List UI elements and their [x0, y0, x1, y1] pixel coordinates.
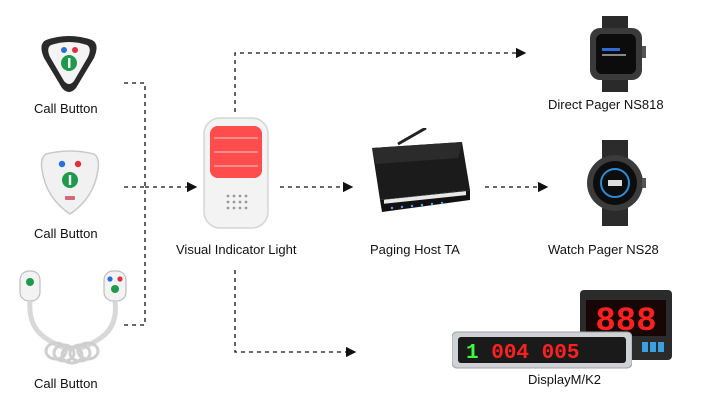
call-button-2-label: Call Button — [34, 226, 98, 241]
led-display-icon: 1 004 005 — [451, 330, 633, 375]
m-display-digits: 1 004 005 — [466, 342, 579, 365]
ns28-label: Watch Pager NS28 — [548, 242, 659, 257]
host-label: Paging Host TA — [370, 242, 460, 257]
edge-indicator-to-ns818 — [234, 47, 527, 112]
triangle-call-button-icon — [38, 34, 100, 101]
visual-indicator-light-icon — [198, 116, 274, 237]
edge-indicator-to-display — [234, 270, 357, 358]
corded-call-button-icon — [14, 265, 130, 376]
ns818-label: Direct Pager NS818 — [548, 97, 664, 112]
edge-call-button-1-to-bus — [124, 82, 146, 326]
paging-host-icon — [362, 126, 474, 223]
display-label: DisplayM/K2 — [528, 372, 601, 387]
smartwatch-pager-icon — [586, 16, 648, 97]
round-call-button-icon — [40, 150, 100, 223]
indicator-label: Visual Indicator Light — [176, 242, 297, 257]
round-watch-pager-icon — [582, 140, 648, 231]
call-button-3-label: Call Button — [34, 376, 98, 391]
call-button-1-label: Call Button — [34, 101, 98, 116]
